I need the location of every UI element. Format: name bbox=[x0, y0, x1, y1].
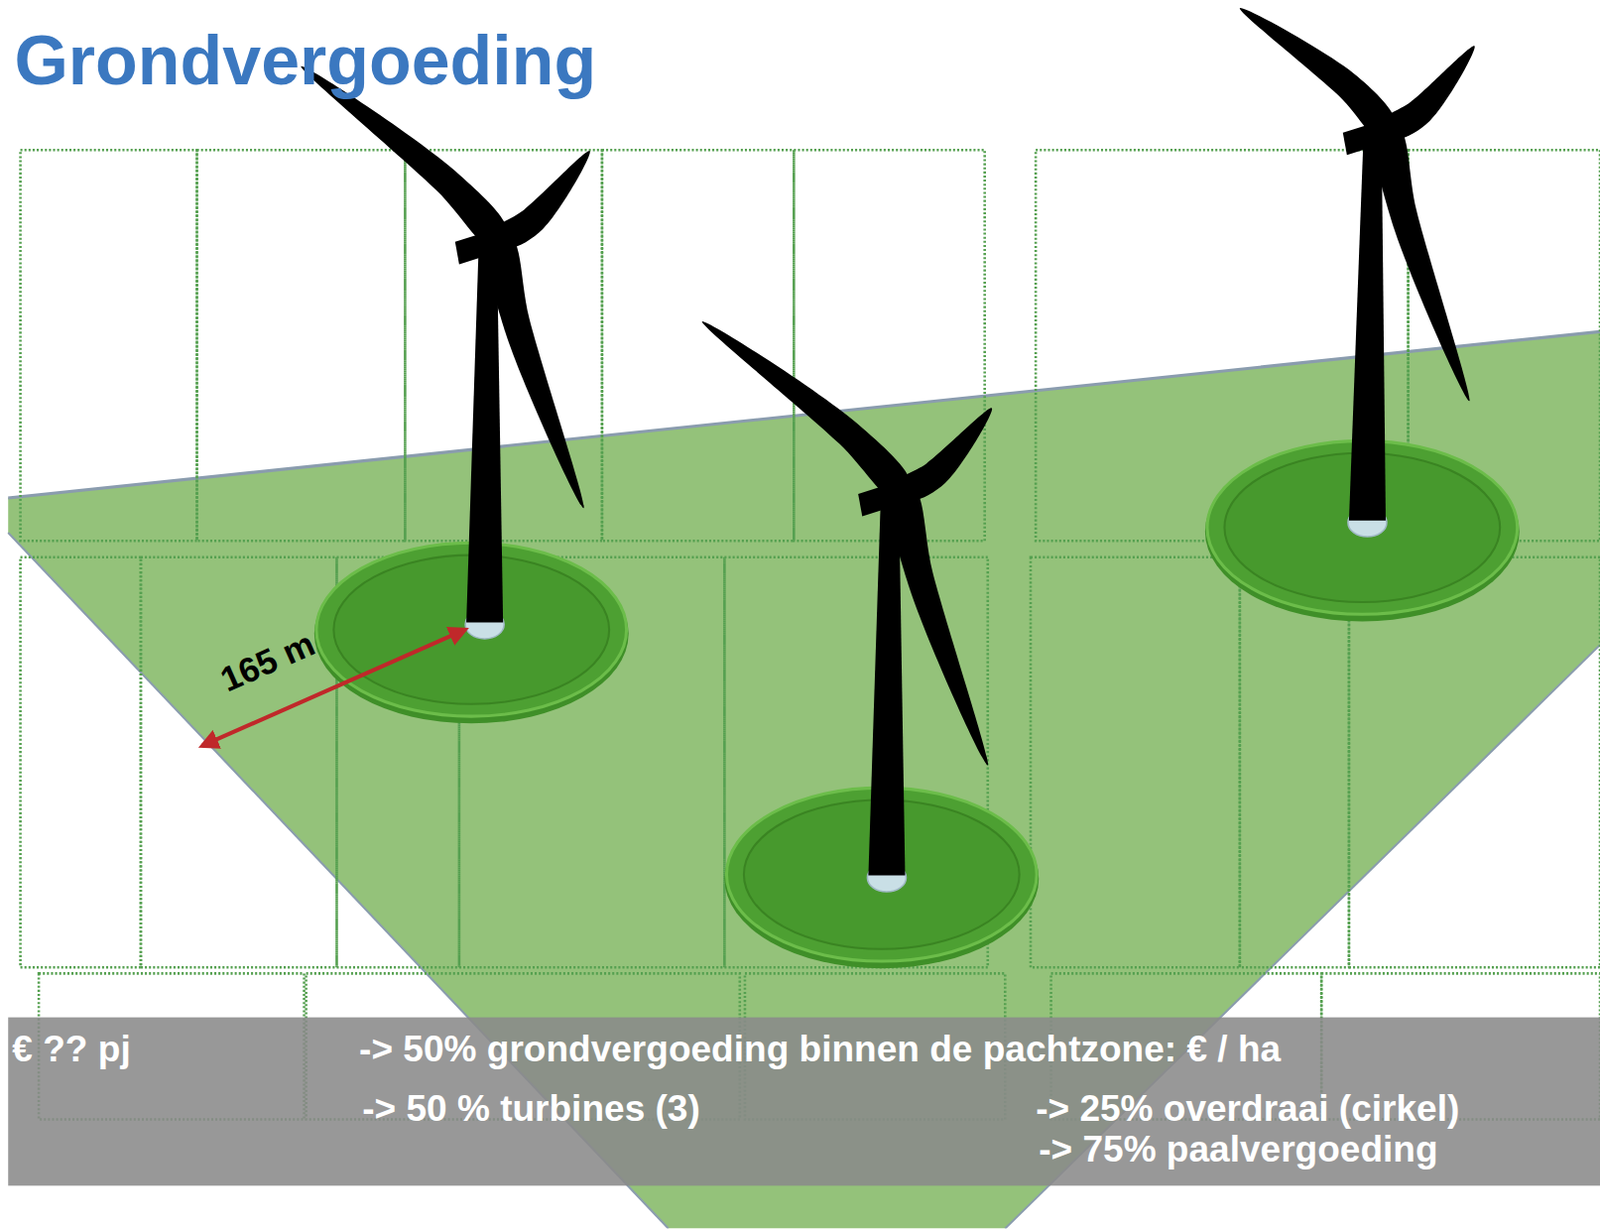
tower bbox=[1349, 142, 1386, 521]
blade bbox=[487, 235, 585, 508]
blade bbox=[702, 321, 911, 501]
band-text: -> 50 % turbines (3) bbox=[362, 1087, 701, 1130]
blade bbox=[889, 487, 988, 765]
wind-turbine bbox=[702, 321, 992, 892]
parcel bbox=[197, 149, 406, 541]
parcel bbox=[1030, 557, 1240, 969]
band-text: -> 75% paalvergoeding bbox=[1038, 1127, 1438, 1171]
wind-turbine bbox=[1239, 7, 1476, 537]
hub bbox=[1376, 119, 1400, 142]
parcel bbox=[20, 149, 198, 541]
tower bbox=[867, 501, 905, 876]
band-text: -> 50% grondvergoeding binnen de pachtzo… bbox=[359, 1027, 1281, 1071]
parcel bbox=[404, 149, 603, 541]
hub bbox=[489, 228, 512, 251]
blade bbox=[1374, 125, 1471, 401]
parcel bbox=[602, 149, 794, 541]
band-text: -> 25% overdraai (cirkel) bbox=[1035, 1087, 1460, 1130]
turbines bbox=[300, 7, 1475, 892]
info-band: € ?? pj -> 50% grondvergoeding binnen de … bbox=[7, 1017, 1600, 1187]
blade bbox=[1239, 7, 1395, 139]
band-text: € ?? pj bbox=[11, 1027, 130, 1071]
wind-turbine bbox=[300, 66, 590, 639]
title: Grondvergoeding bbox=[13, 20, 597, 101]
parcel bbox=[140, 557, 338, 969]
parcel bbox=[20, 557, 141, 969]
hub bbox=[891, 481, 915, 504]
